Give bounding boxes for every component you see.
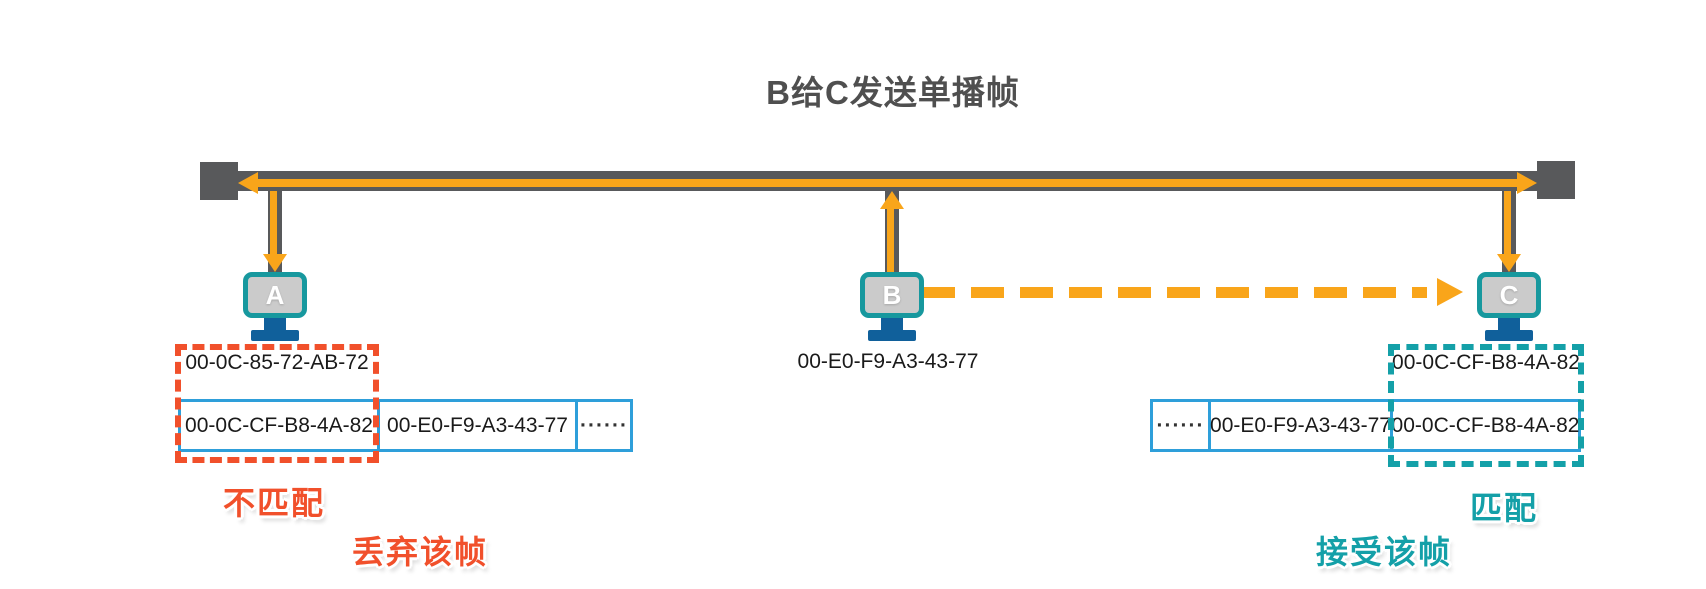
arrowhead-down-c-icon — [1497, 254, 1521, 272]
bus-arrowhead-right-icon — [1517, 172, 1537, 194]
caption-mismatch: 不匹配 — [223, 485, 326, 521]
frame-c-payload-cell: ······ — [1156, 413, 1205, 437]
arrowhead-up-b-icon — [880, 191, 904, 209]
drop-signal-a — [270, 191, 277, 254]
drop-signal-c — [1504, 191, 1511, 254]
monitor-c-icon: C — [1477, 272, 1541, 318]
diagram-title: B给C发送单播帧 — [766, 74, 1020, 111]
stand-neck-a — [264, 318, 286, 330]
frame-at-c: ······ 00-E0-F9-A3-43-77 00-0C-CF-B8-4A-… — [1150, 399, 1581, 452]
computer-a-icon: A — [243, 272, 307, 341]
computer-c-icon: C — [1477, 272, 1541, 341]
unicast-arrowhead-icon — [1437, 278, 1463, 306]
stand-base-a — [251, 330, 299, 341]
computer-a-label: A — [265, 280, 285, 310]
frame-a-src-mac-cell: 00-E0-F9-A3-43-77 — [377, 402, 575, 449]
drop-signal-b — [887, 209, 894, 272]
stand-base-b — [868, 330, 916, 341]
stand-neck-c — [1498, 318, 1520, 330]
computer-b-icon: B — [860, 272, 924, 341]
computer-b-label: B — [882, 280, 902, 310]
bus-signal-line — [256, 179, 1520, 187]
monitor-a-icon: A — [243, 272, 307, 318]
caption-discard-frame: 丢弃该帧 — [352, 534, 489, 570]
arrowhead-down-a-icon — [263, 254, 287, 272]
stand-neck-b — [881, 318, 903, 330]
unicast-dashed-arrow — [922, 287, 1427, 298]
bus-terminator-right-icon — [1537, 161, 1575, 199]
match-highlight-box — [1388, 344, 1584, 467]
bus-terminator-left-icon — [200, 162, 238, 200]
frame-a-dest-mac-cell: 00-0C-CF-B8-4A-82 — [185, 413, 373, 437]
monitor-b-icon: B — [860, 272, 924, 318]
frame-a-payload-cell: ······ — [575, 402, 630, 449]
stand-base-c — [1485, 330, 1533, 341]
mac-label-a: 00-0C-85-72-AB-72 — [185, 351, 369, 374]
mismatch-highlight-box — [175, 344, 379, 463]
frame-at-a: 00-0C-CF-B8-4A-82 00-E0-F9-A3-43-77 ····… — [178, 399, 633, 452]
caption-accept-frame: 接受该帧 — [1316, 534, 1453, 570]
computer-c-label: C — [1499, 280, 1519, 310]
frame-c-src-mac-cell: 00-E0-F9-A3-43-77 — [1208, 402, 1391, 449]
bus-arrowhead-left-icon — [238, 172, 258, 194]
caption-match: 匹配 — [1470, 490, 1539, 526]
mac-label-c: 00-0C-CF-B8-4A-82 — [1392, 351, 1580, 374]
mac-label-b: 00-E0-F9-A3-43-77 — [797, 350, 979, 373]
